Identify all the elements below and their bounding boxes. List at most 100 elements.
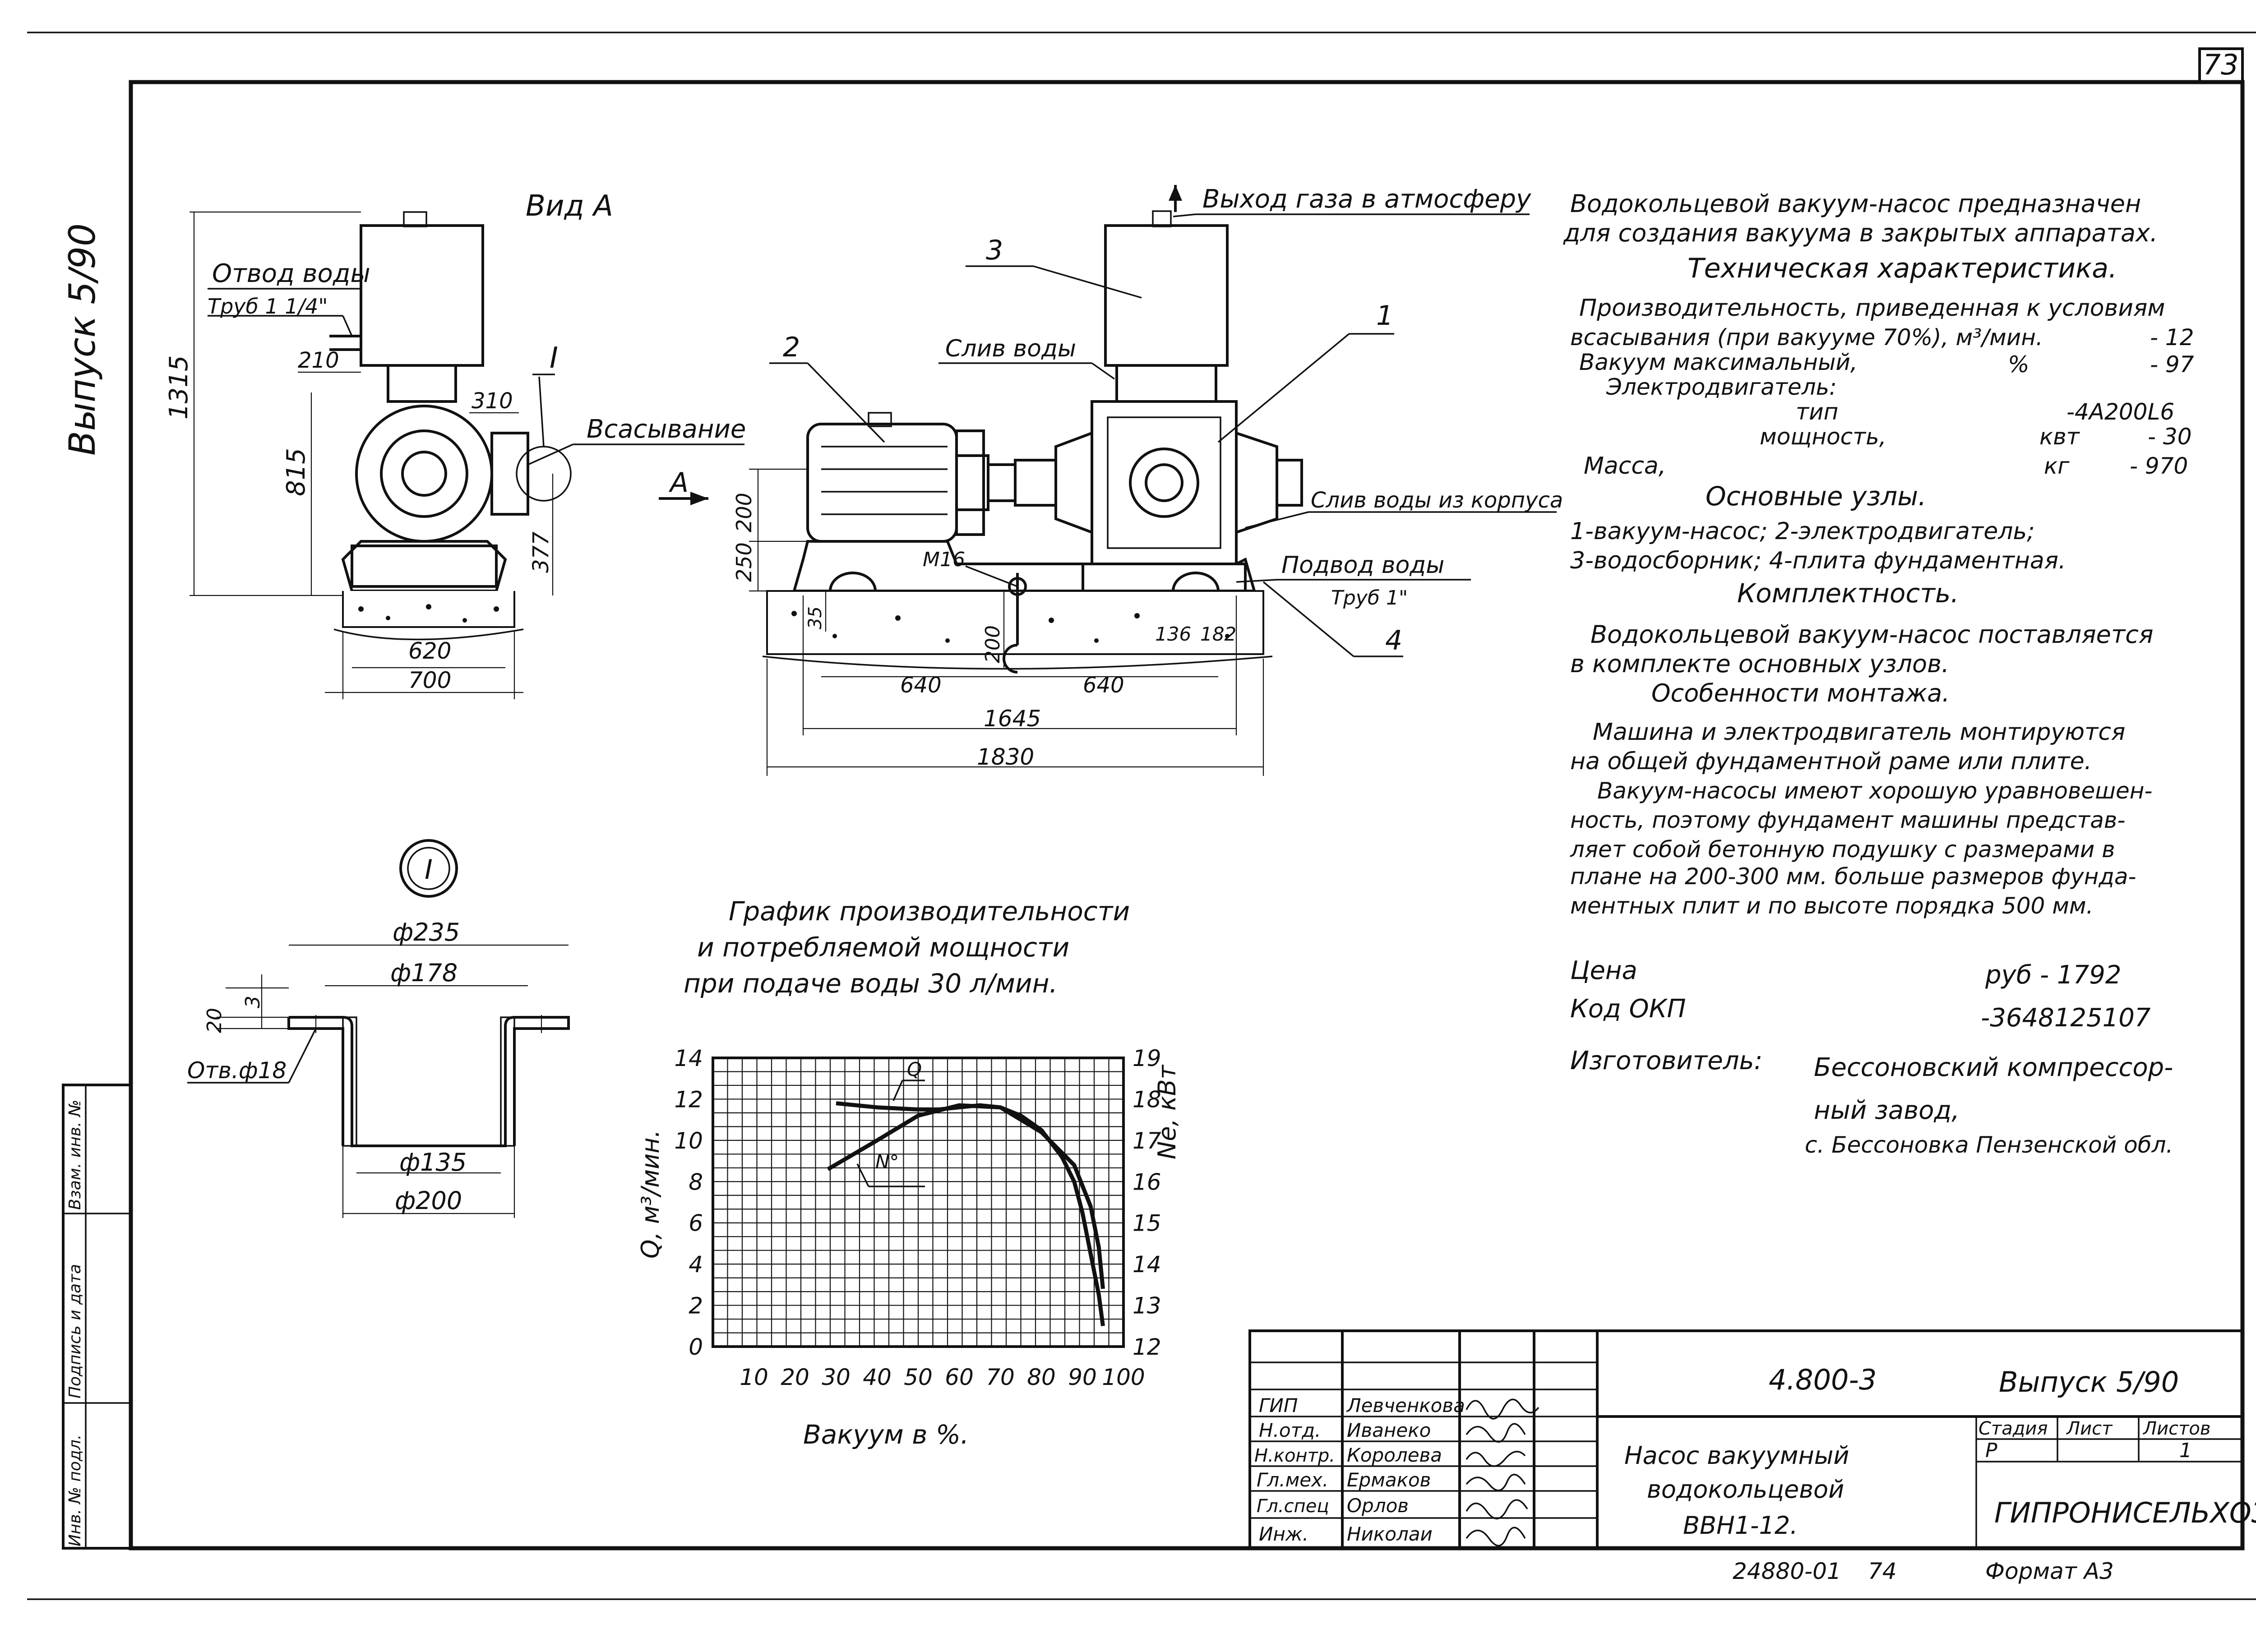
y-right-tick-label: 19 <box>1133 1045 1161 1071</box>
section-mark-i: I <box>550 341 558 375</box>
side-issue-label: Выпуск 5/90 <box>61 223 103 456</box>
main-pump-body <box>1091 400 1238 565</box>
maker-line-1: Бессоновский компрессор- <box>1814 1053 2173 1082</box>
footer-num: 74 <box>1868 1558 1897 1584</box>
description-block: Водокольцевой вакуум-насос предназначен … <box>1563 189 2194 1158</box>
view-a-title: Вид А <box>526 189 613 223</box>
dim-815: 815 <box>282 448 311 496</box>
label-water-drain-body: Слив воды из корпуса <box>1311 488 1563 513</box>
desc-kit-2: в комплекте основных узлов. <box>1570 650 1949 678</box>
role-5: Инж. <box>1259 1523 1308 1545</box>
desc-spec-2-val: - 97 <box>2150 351 2194 378</box>
signature-0 <box>1465 1398 1539 1420</box>
dim-1645: 1645 <box>984 706 1041 732</box>
dim-182: 182 <box>1200 623 1236 645</box>
pump-body <box>355 405 493 543</box>
motor <box>806 423 958 543</box>
desc-mount-5: ляет собой бетонную подушку с размерами … <box>1570 836 2115 863</box>
dim-620: 620 <box>408 638 451 664</box>
dim-640-a: 640 <box>900 673 942 698</box>
graph-y-left-label: Q, м³/мин. <box>636 1130 665 1259</box>
series-line-n <box>827 1103 1105 1289</box>
desc-spec-1-val: - 12 <box>2150 324 2194 351</box>
price-value: руб - 1792 <box>1985 960 2122 990</box>
x-tick-label: 50 <box>904 1364 933 1390</box>
label-hole-f18: Отв.ф18 <box>187 1057 287 1084</box>
org-name: ГИПРОНИСЕЛЬХОЗ <box>1994 1496 2256 1529</box>
y-right-tick-label: 14 <box>1133 1251 1161 1278</box>
desc-spec-2: Вакуум максимальный, <box>1579 349 1858 375</box>
desc-kit-1: Водокольцевой вакуум-насос поставляется <box>1590 620 2153 649</box>
foundation-plate <box>792 540 1256 592</box>
signature-2 <box>1465 1451 1526 1467</box>
y-right-tick-label: 18 <box>1133 1086 1161 1112</box>
y-left-tick-label: 14 <box>674 1045 703 1071</box>
label-gas-exit: Выход газа в атмосферу <box>1202 185 1531 214</box>
drawing-frame <box>129 80 2245 1550</box>
footer-code: 24880-01 <box>1733 1558 1841 1584</box>
dim-20: 20 <box>203 1008 226 1033</box>
strip-cell-replace: Взам. инв. № <box>66 1100 84 1210</box>
x-tick-label: 70 <box>986 1364 1015 1390</box>
title-line-1: Насос вакуумный <box>1624 1441 1849 1470</box>
maker-line-3: с. Бессоновка Пензенской обл. <box>1805 1132 2173 1158</box>
desc-units-2: 3-водосборник; 4-плита фундаментная. <box>1570 547 2066 574</box>
role-0: ГИП <box>1259 1394 1298 1417</box>
desc-spec-5-unit: квт <box>2039 424 2080 450</box>
okp-value: -3648125107 <box>1981 1003 2151 1033</box>
dim-35: 35 <box>805 606 826 629</box>
desc-spec-5: мощность, <box>1760 424 1886 450</box>
y-right-tick-label: 16 <box>1133 1169 1161 1195</box>
strip-cell-inv: Инв. № подл. <box>66 1435 84 1546</box>
y-left-tick-label: 8 <box>689 1169 703 1195</box>
graph-x-label: Вакуум в %. <box>803 1419 969 1450</box>
label-bolt-m16: М16 <box>923 548 965 571</box>
graph-title-3: при подаче воды 30 л/мин. <box>684 968 1058 999</box>
graph-grid <box>713 1058 1123 1347</box>
dim-f178: ф178 <box>390 959 458 987</box>
y-right-tick-label: 17 <box>1133 1128 1161 1154</box>
label-water-supply: Подвод воды <box>1281 552 1444 579</box>
label-view-arrow: А <box>668 467 689 498</box>
dim-210: 210 <box>298 348 339 373</box>
header-sheet: Лист <box>2066 1418 2113 1439</box>
header-sheets: Листов <box>2142 1418 2210 1439</box>
dim-f135: ф135 <box>399 1148 467 1177</box>
desc-intro-2: для создания вакуума в закрытых аппарата… <box>1563 219 2158 247</box>
y-left-tick-label: 0 <box>689 1334 703 1360</box>
title-block: 4.800-3 Выпуск 5/90 Насос вакуумный водо… <box>1248 1329 2256 1584</box>
header-stage: Стадия <box>1979 1418 2048 1439</box>
name-0: Левченкова <box>1346 1394 1465 1417</box>
desc-spec-6-val: - 970 <box>2130 453 2188 479</box>
label-suction: Всасывание <box>587 415 746 444</box>
role-4: Гл.спец <box>1257 1496 1329 1517</box>
strip-cell-sign: Подпись и дата <box>66 1264 84 1398</box>
section-i-circle <box>516 446 572 502</box>
x-tick-label: 40 <box>863 1364 892 1390</box>
graph-title-1: График производительности <box>729 896 1130 927</box>
x-tick-label: 20 <box>781 1364 809 1390</box>
desc-intro-1: Водокольцевой вакуум-насос предназначен <box>1570 189 2141 218</box>
desc-mount-title: Особенности монтажа. <box>1651 679 1950 707</box>
desc-spec-4-val: -4А200L6 <box>2066 399 2174 425</box>
desc-units-title: Основные узлы. <box>1706 481 1926 512</box>
desc-kit-title: Комплектность. <box>1737 578 1959 609</box>
dim-f235: ф235 <box>393 918 460 946</box>
name-5: Николаи <box>1347 1523 1433 1545</box>
left-stamp-strip: Инв. № подл. Подпись и дата Взам. инв. № <box>62 1084 132 1550</box>
desc-spec-6-unit: кг <box>2044 453 2070 479</box>
maker-line-2: ный завод, <box>1814 1096 1960 1125</box>
desc-mount-1: Машина и электродвигатель монтируются <box>1593 719 2125 746</box>
main-water-collector <box>1104 224 1229 367</box>
dim-250: 250 <box>732 542 756 582</box>
role-2: Н.контр. <box>1254 1445 1335 1466</box>
dim-1830: 1830 <box>977 744 1034 770</box>
desc-spec-0: Производительность, приведенная к услови… <box>1579 295 2165 322</box>
graph-title-2: и потребляемой мощности <box>697 932 1069 963</box>
name-3: Ермаков <box>1347 1469 1431 1491</box>
dim-3: 3 <box>241 996 264 1008</box>
sheet-number: 73 <box>2203 48 2239 81</box>
